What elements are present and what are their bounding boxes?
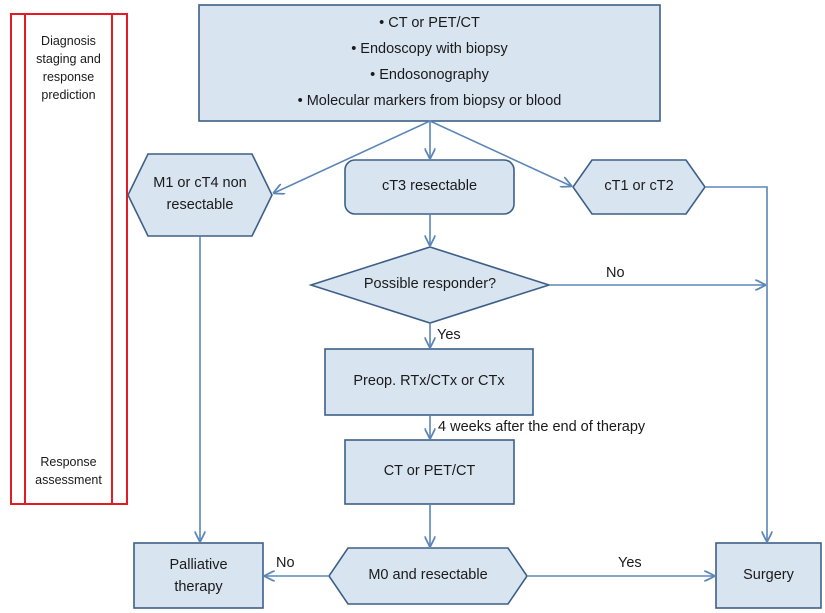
preop-label: Preop. RTx/CTx or CTx — [353, 373, 505, 389]
m0-label: M0 and resectable — [368, 567, 488, 583]
m1-ct4-line-2: resectable — [166, 197, 234, 213]
diagnostics-item-endoscopy: • Endoscopy with biopsy — [351, 41, 508, 57]
edge-ct1-to-surgery — [705, 186, 767, 541]
sidebar-top-line-4: prediction — [41, 88, 96, 102]
ct-pet-2-box — [344, 439, 515, 505]
sidebar-label-top: Diagnosis staging and response predictio… — [25, 32, 112, 104]
palliative-box — [133, 542, 264, 609]
sidebar-top-line-1: Diagnosis — [41, 34, 96, 48]
palliative-line-1: Palliative — [169, 557, 228, 573]
sidebar-bottom-line-1: Response — [40, 455, 97, 469]
sidebar-label-bottom: Response assessment — [25, 453, 112, 489]
preop-box — [324, 348, 534, 416]
edge-label-no-m0: No — [276, 555, 295, 571]
edge-label-yes-m0: Yes — [618, 555, 642, 571]
edge-label-yes-responder: Yes — [437, 327, 461, 343]
ct1-ct2-label: cT1 or cT2 — [604, 178, 674, 194]
sidebar-frame — [10, 13, 128, 505]
edge-label-no-responder: No — [606, 265, 625, 281]
diagnostics-list: • CT or PET/CT • Endoscopy with biopsy •… — [199, 10, 660, 114]
diagnostics-item-endosonography: • Endosonography — [370, 67, 489, 83]
diagnostics-box — [198, 4, 661, 122]
edge-diag-to-ct1 — [429, 120, 571, 186]
edge-label-weeks-after: 4 weeks after the end of therapy — [438, 419, 646, 435]
m1-ct4-hexagon — [127, 153, 273, 237]
diagnostics-item-ct: • CT or PET/CT — [379, 15, 480, 31]
palliative-line-2: therapy — [174, 579, 223, 595]
sidebar-top-line-2: staging and — [36, 52, 101, 66]
m1-ct4-line-1: M1 or cT4 non — [153, 175, 247, 191]
m1-ct4-label: M1 or cT4 non resectable — [128, 172, 272, 216]
responder-label: Possible responder? — [363, 276, 497, 292]
surgery-box — [715, 542, 822, 609]
edge-diag-to-m1 — [274, 120, 431, 193]
surgery-label: Surgery — [743, 567, 794, 583]
ct-pet-2-label: CT or PET/CT — [383, 463, 476, 479]
sidebar-bottom-line-2: assessment — [35, 473, 102, 487]
ct3-label: cT3 resectable — [381, 178, 478, 194]
palliative-label: Palliative therapy — [134, 554, 263, 598]
diagnostics-item-markers: • Molecular markers from biopsy or blood — [297, 93, 562, 109]
sidebar-top-line-3: response — [42, 70, 95, 84]
